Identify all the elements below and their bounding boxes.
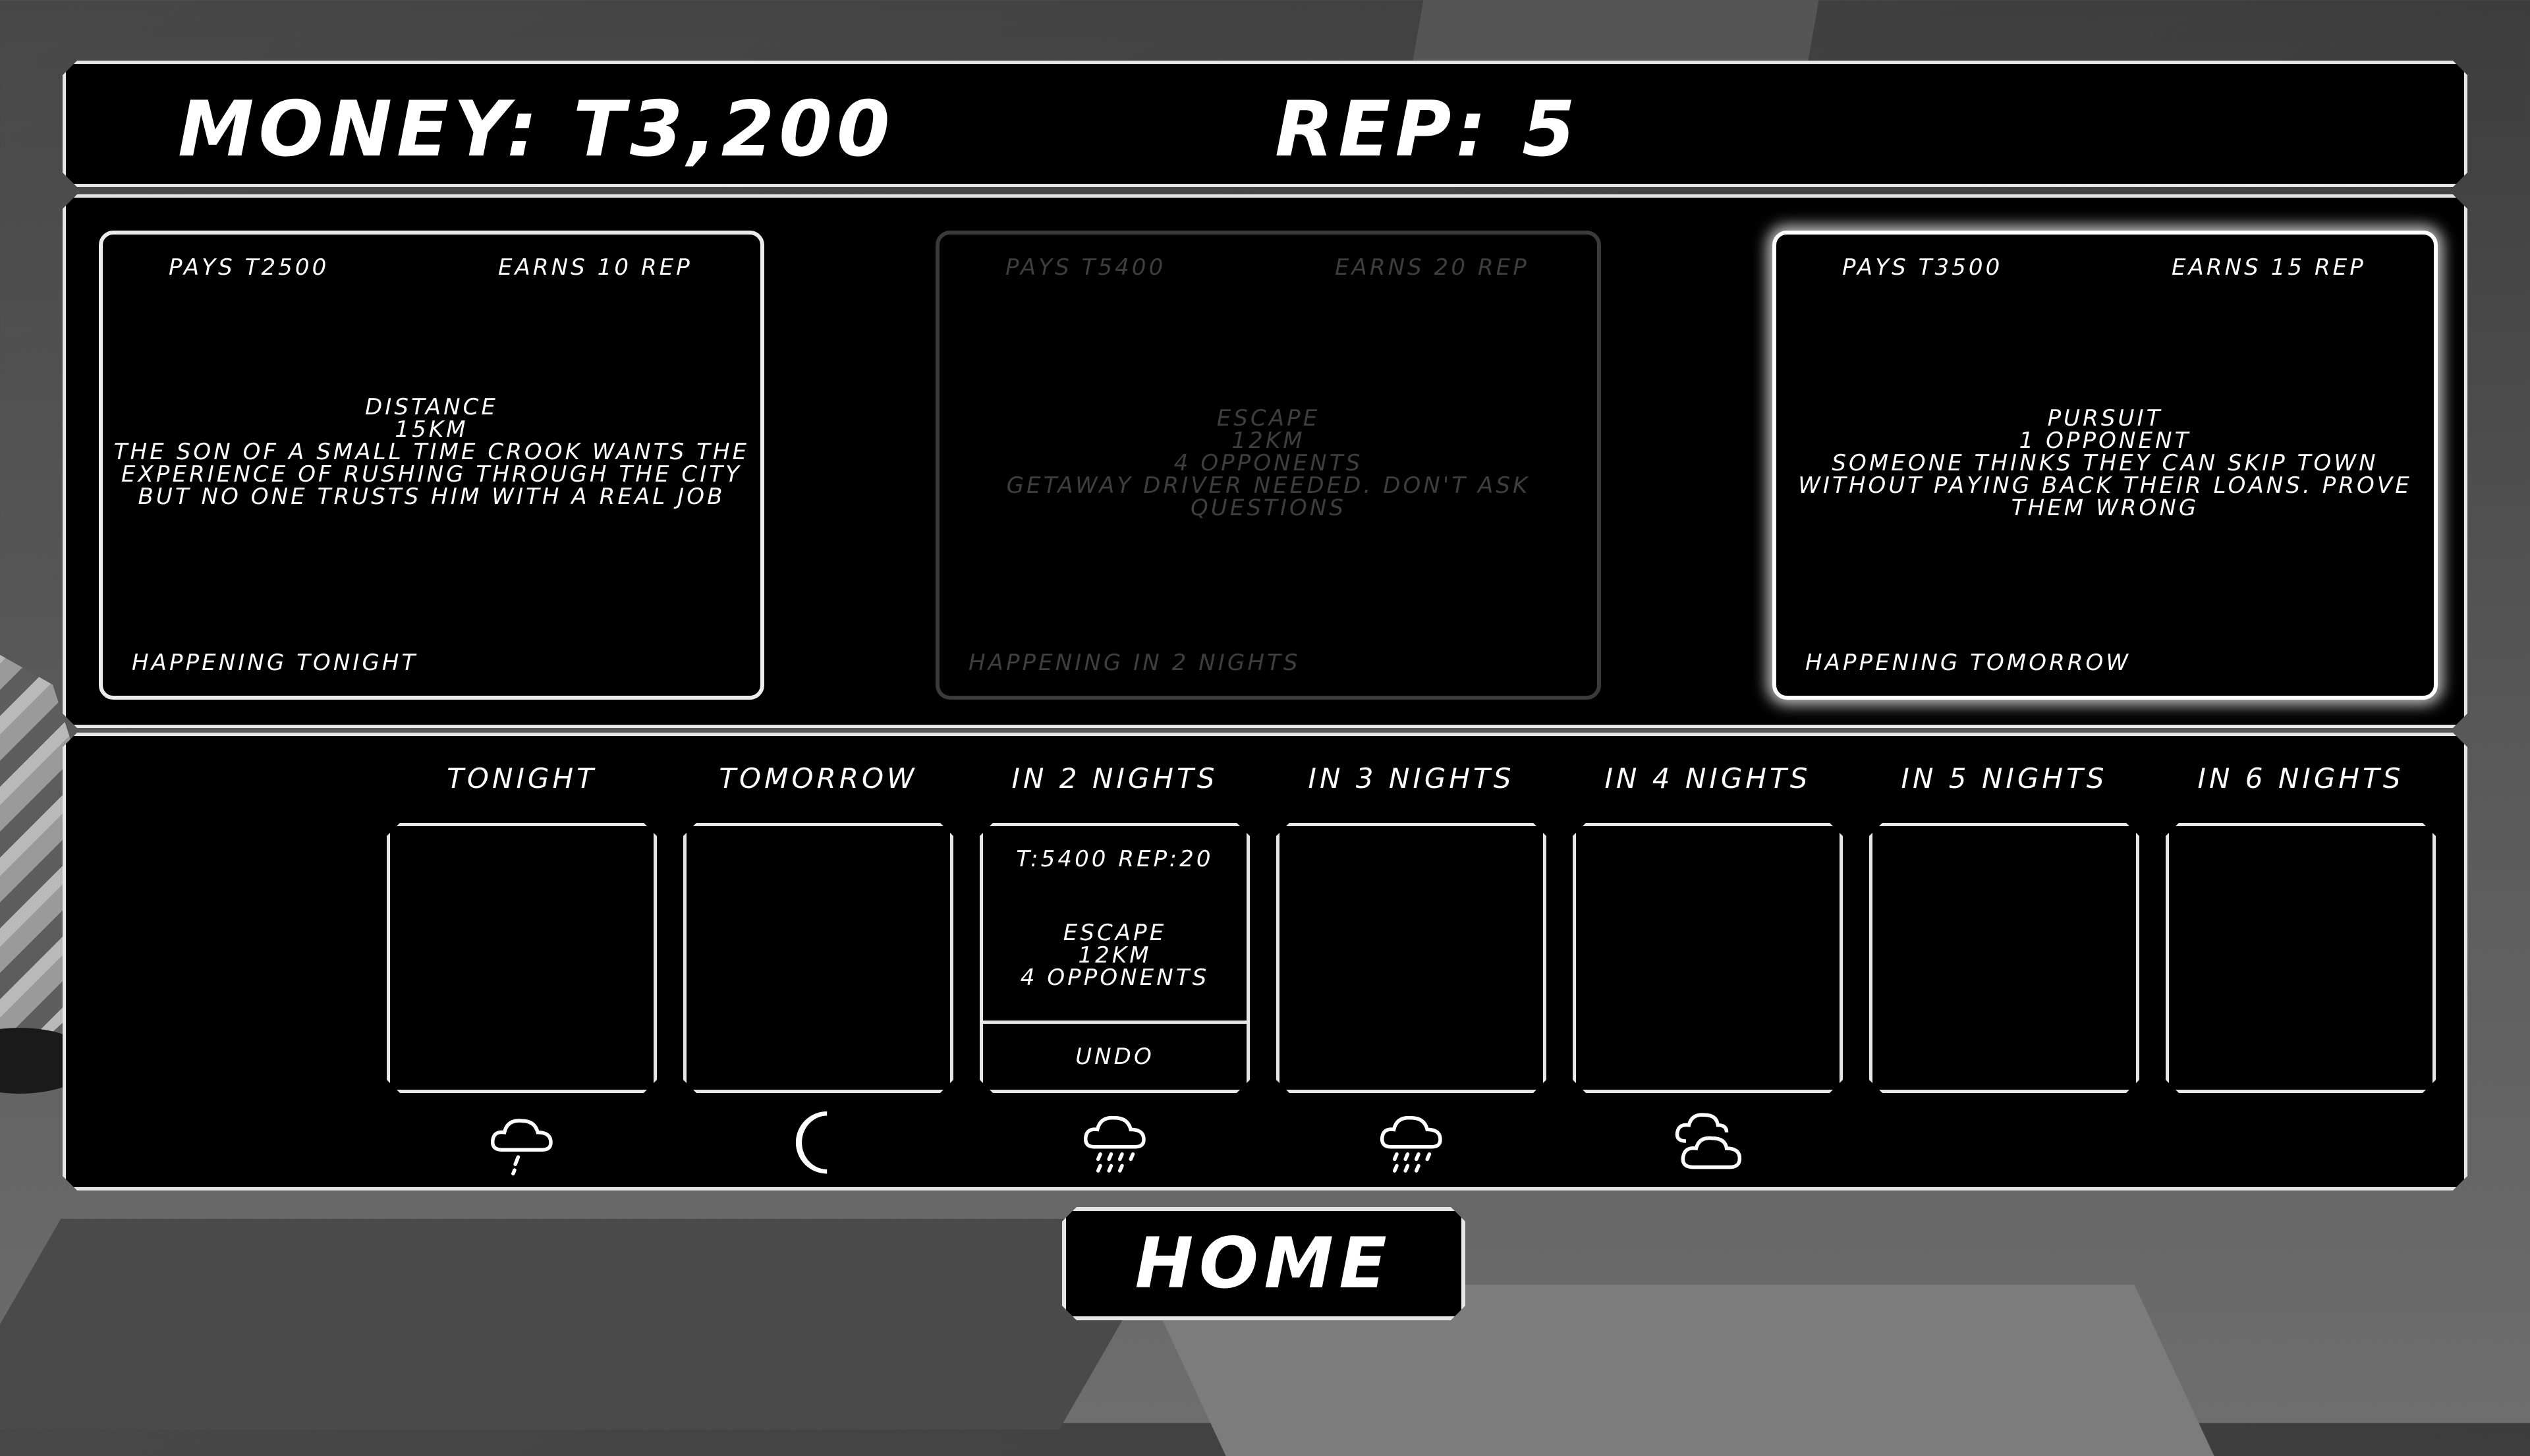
job-schedule: HAPPENING TONIGHT — [132, 650, 418, 676]
job-rep: EARNS 15 REP — [2172, 254, 2366, 281]
job-distance: 12KM — [1231, 428, 1305, 454]
background-road-left — [0, 1219, 1181, 1430]
job-pay: PAYS T5400 — [1005, 254, 1166, 281]
booked-job-opponents: 4 OPPONENTS — [1020, 965, 1210, 991]
cloudy-icon — [1672, 1105, 1744, 1177]
job-rep: EARNS 20 REP — [1335, 254, 1529, 281]
schedule-slot-in-4-nights[interactable] — [1573, 823, 1843, 1093]
job-type: DISTANCE — [365, 394, 498, 420]
job-type: ESCAPE — [1216, 405, 1320, 432]
job-rep: EARNS 10 REP — [498, 254, 692, 281]
schedule-panel: TONIGHT TOMORROW IN 2 NIGHTS IN 3 NIGHTS… — [63, 733, 2467, 1190]
stats-header: MONEY: T3,200 REP: 5 — [63, 61, 2467, 187]
schedule-slot-in-2-nights[interactable]: T:5400 REP:20 ESCAPE 12KM 4 OPPONENTS UN… — [980, 823, 1250, 1093]
day-label: IN 3 NIGHTS — [1308, 762, 1515, 795]
booked-job-distance: 12KM — [1078, 942, 1152, 968]
home-button-label: HOME — [1135, 1223, 1393, 1304]
job-pay: PAYS T3500 — [1842, 254, 2003, 281]
day-label: TOMORROW — [719, 762, 918, 795]
job-pay: PAYS T2500 — [169, 254, 329, 281]
moon-icon — [782, 1105, 855, 1177]
day-label: IN 6 NIGHTS — [2197, 762, 2404, 795]
schedule-slot-in-5-nights[interactable] — [1869, 823, 2139, 1093]
job-story: SOMEONE THINKS THEY CAN SKIP TOWN WITHOU… — [1798, 450, 2412, 521]
home-button[interactable]: HOME — [1062, 1207, 1465, 1320]
job-offers-panel: PAYS T2500 EARNS 10 REP DISTANCE 15KM TH… — [63, 194, 2467, 728]
booked-job-type: ESCAPE — [1063, 920, 1167, 946]
money-display: MONEY: T3,200 — [178, 85, 895, 174]
job-card-3[interactable]: PAYS T3500 EARNS 15 REP PURSUIT 1 OPPONE… — [1772, 231, 2438, 700]
job-opponents: 4 OPPONENTS — [1173, 450, 1363, 476]
rain-heavy-icon — [1079, 1105, 1151, 1177]
schedule-slot-tomorrow[interactable] — [683, 823, 953, 1093]
rain-light-icon — [486, 1105, 558, 1177]
job-card-2[interactable]: PAYS T5400 EARNS 20 REP ESCAPE 12KM 4 OP… — [936, 231, 1601, 700]
day-label: TONIGHT — [447, 762, 597, 795]
day-label: IN 5 NIGHTS — [1901, 762, 2108, 795]
job-story: THE SON OF A SMALL TIME CROOK WANTS THE … — [113, 439, 750, 510]
booked-job-summary: T:5400 REP:20 — [1016, 846, 1214, 872]
day-label: IN 2 NIGHTS — [1011, 762, 1218, 795]
day-label: IN 4 NIGHTS — [1604, 762, 1811, 795]
job-schedule: HAPPENING TOMORROW — [1805, 650, 2131, 676]
job-description: ESCAPE 12KM 4 OPPONENTS GETAWAY DRIVER N… — [946, 407, 1590, 519]
rain-heavy-icon — [1375, 1105, 1448, 1177]
schedule-slot-in-3-nights[interactable] — [1276, 823, 1546, 1093]
job-description: PURSUIT 1 OPPONENT SOMEONE THINKS THEY C… — [1783, 407, 2427, 519]
booked-job-details: ESCAPE 12KM 4 OPPONENTS — [983, 922, 1247, 989]
job-description: DISTANCE 15KM THE SON OF A SMALL TIME CR… — [109, 396, 754, 508]
job-story: GETAWAY DRIVER NEEDED. DON'T ASK QUESTIO… — [1006, 472, 1531, 521]
schedule-slot-tonight[interactable] — [387, 823, 657, 1093]
undo-button[interactable]: UNDO — [983, 1021, 1247, 1090]
schedule-slot-in-6-nights[interactable] — [2166, 823, 2436, 1093]
job-card-1[interactable]: PAYS T2500 EARNS 10 REP DISTANCE 15KM TH… — [99, 231, 764, 700]
job-schedule: HAPPENING IN 2 NIGHTS — [969, 650, 1301, 676]
job-opponents: 1 OPPONENT — [2019, 428, 2191, 454]
job-distance: 15KM — [395, 416, 468, 443]
rep-display: REP: 5 — [1275, 85, 1580, 174]
job-type: PURSUIT — [2047, 405, 2163, 432]
